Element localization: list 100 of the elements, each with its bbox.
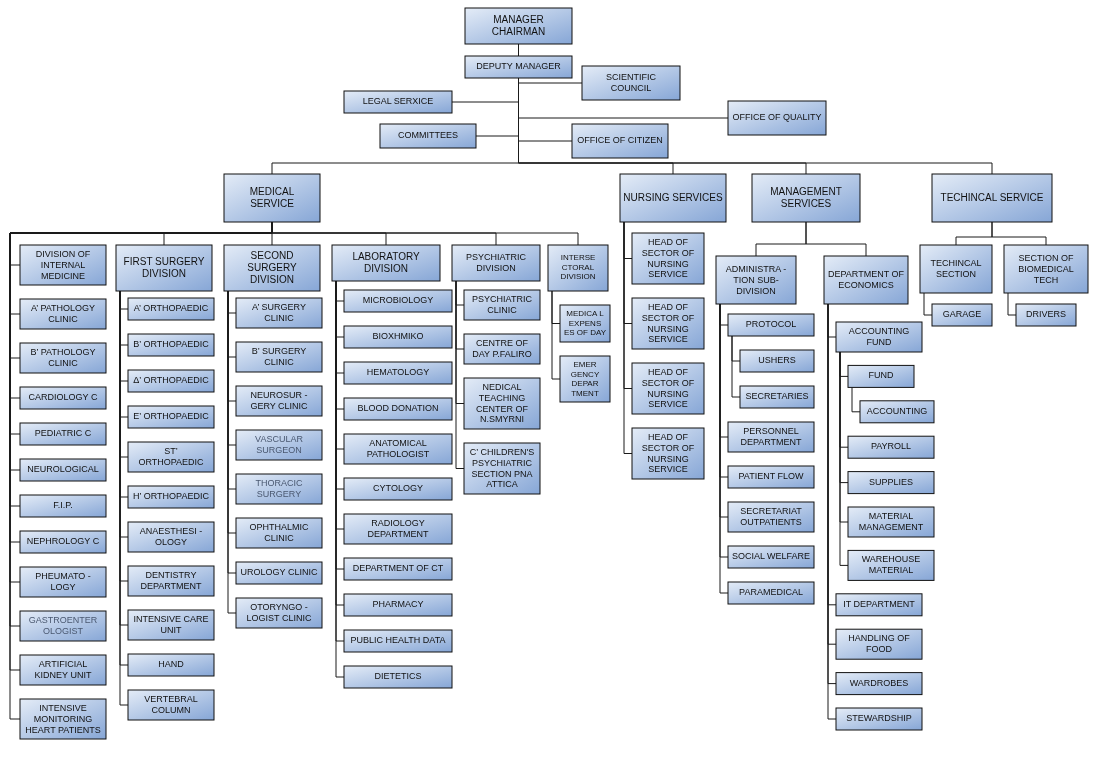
connector-line [923,292,933,316]
org-unit-box: B’ PATHOLOGY CLINIC [19,342,107,374]
org-unit-box: GASTROENTER OLOGIST [19,610,107,642]
org-unit-box: DEPARTMENT OF ECONOMICS [823,255,909,305]
org-unit-box: DIVISION OF INTERNAL MEDICINE [19,244,107,286]
org-unit-box: PEDIATRIC C [19,422,107,446]
org-unit-box: HEAD OF SECTOR OF NURSING SERVICE [631,232,705,285]
connector-line [731,335,741,398]
org-unit-box: OFFICE OF QUALITY [727,100,827,136]
org-unit-box: HANDLING OF FOOD [835,628,923,660]
org-unit-box: DEPARTMENT OF CT [343,557,453,581]
org-unit-box: PHARMACY [343,593,453,617]
org-unit-box: SECRETARIAT OUTPATIENTS [727,501,815,533]
org-unit-box: SUPPLIES [847,471,935,495]
org-unit-box: DENTISTRY DEPARTMENT [127,565,215,597]
org-unit-box: LEGAL SERXICE [343,90,453,114]
org-unit-box: GARAGE [931,303,993,327]
org-unit-box: PSYCHIATRIC DIVISION [451,244,541,282]
org-unit-box: UROLOGY CLINIC [235,561,323,585]
org-unit-box: HAND [127,653,215,677]
org-unit-box: OPHTHALMIC CLINIC [235,517,323,549]
org-unit-box: ST’ ORTHOPAEDIC [127,441,215,473]
org-unit-box: ACCOUNTING FUND [835,321,923,353]
org-unit-box: SECRETARIES [739,385,815,409]
org-unit-box: THORACIC SURGERY [235,473,323,505]
org-unit-box: INTENSIVE CARE UNIT [127,609,215,641]
org-unit-box: NEUROLOGICAL [19,458,107,482]
org-unit-box: RADIOLOGY DEPARTMENT [343,513,453,545]
org-unit-box: DIETETICS [343,665,453,689]
org-unit-box: PHEUMATO - LOGY [19,566,107,598]
org-unit-box: HEMATOLOGY [343,361,453,385]
org-unit-box: H’ ORTHOPAEDIC [127,485,215,509]
org-unit-box: NEDICAL TEACHING CENTER OF N.SMYRNI [463,377,541,430]
connector-line [805,221,867,257]
org-unit-box: HEAD OF SECTOR OF NURSING SERVICE [631,427,705,480]
org-unit-box: MANAGER CHAIRMAN [464,7,573,45]
connector-line [1007,292,1017,316]
org-unit-box: NEPHROLOGY C [19,530,107,554]
org-unit-box: TECHINCAL SECTION [919,244,993,294]
org-unit-box: COMMITTEES [379,123,477,149]
org-unit-box: NEUROSUR - GERY CLINIC [235,385,323,417]
org-unit-box: A’ SURGERY CLINIC [235,297,323,329]
org-unit-box: B’ SURGERY CLINIC [235,341,323,373]
org-unit-box: IT DEPARTMENT [835,593,923,617]
org-unit-box: PROTOCOL [727,313,815,337]
org-unit-box: BLOOD DONATION [343,397,453,421]
org-unit-box: SOCIAL WELFARE [727,545,815,569]
org-unit-box: Δ’ ORTHOPAEDIC [127,369,215,393]
org-unit-box: PUBLIC HEALTH DATA [343,629,453,653]
org-unit-box: SCIENTIFIC COUNCIL [581,65,681,101]
org-unit-box: HEAD OF SECTOR OF NURSING SERVICE [631,297,705,350]
org-unit-box: MEDICAL SERVICE [223,173,321,223]
org-unit-box: DEPUTY MANAGER [464,55,573,79]
org-unit-box: CARDIOLOGY C [19,386,107,410]
org-unit-box: TECHINCAL SERVICE [931,173,1053,223]
connector-line [271,221,579,246]
org-unit-box: MANAGEMENT SERVICES [751,173,861,223]
org-unit-box: ARTIFICIAL KIDNEY UNIT [19,654,107,686]
org-unit-box: ACCOUNTING [859,400,935,424]
org-unit-box: WAREHOUSE MATERIAL [847,549,935,581]
org-unit-box: LABORATORY DIVISION [331,244,441,282]
org-unit-box: DRIVERS [1015,303,1077,327]
org-unit-box: CENTRE OF DAY P.FALIRO [463,333,541,365]
org-unit-box: PAYROLL [847,435,935,459]
org-unit-box: SECOND SURGERY DIVISION [223,244,321,292]
org-unit-box: VERTEBRAL COLUMN [127,689,215,721]
connector-line [839,351,849,566]
org-unit-box: C’ CHILDREN'S PSYCHIATRIC SECTION PNA ATTICA [463,442,541,495]
org-unit-box: SECTION OF BIOMEDICAL TECH [1003,244,1089,294]
org-unit-box: PSYCHIATRIC CLINIC [463,289,541,321]
org-unit-box: FUND [847,364,915,388]
org-unit-box: PARAMEDICAL [727,581,815,605]
org-unit-box: BIOXHMIKO [343,325,453,349]
org-unit-box: HEAD OF SECTOR OF NURSING SERVICE [631,362,705,415]
connector-line [851,386,861,413]
org-unit-box: INTERSE CTORAL DIVISION [547,244,609,292]
org-unit-box: MATERIAL MANAGEMENT [847,506,935,538]
org-unit-box: MICROBIOLOGY [343,289,453,313]
org-unit-box: NURSING SERVICES [619,173,727,223]
org-unit-box: STEWARDSHIP [835,707,923,731]
connector-line [551,290,561,380]
connector-line [623,221,633,454]
org-unit-box: EMER GENCY DEPAR TMENT [559,355,611,403]
connector-line [455,280,465,469]
org-unit-box: INTENSIVE MONITORING HEART PATIENTS [19,698,107,740]
org-unit-box: PERSONNEL DEPARTMENT [727,421,815,453]
connector-line [991,221,1047,246]
org-unit-box: VASCULAR SURGEON [235,429,323,461]
org-unit-box: OTORYNGO - LOGIST CLINIC [235,597,323,629]
org-unit-box: A’ PATHOLOGY CLINIC [19,298,107,330]
org-unit-box: PATIENT FLOW [727,465,815,489]
org-unit-box: MEDICA L EXPENS ES OF DAY [559,304,611,343]
org-unit-box: ADMINISTRA - TION SUB-DIVISION [715,255,797,305]
org-unit-box: ANAESTHESI - OLOGY [127,521,215,553]
org-unit-box: WARDROBES [835,672,923,696]
org-unit-box: FIRST SURGERY DIVISION [115,244,213,292]
org-unit-box: ANATOMICAL PATHOLOGIST [343,433,453,465]
org-unit-box: OFFICE OF CITIZEN [571,123,669,159]
org-unit-box: B’ ORTHOPAEDIC [127,333,215,357]
org-unit-box: E’ ORTHOPAEDIC [127,405,215,429]
